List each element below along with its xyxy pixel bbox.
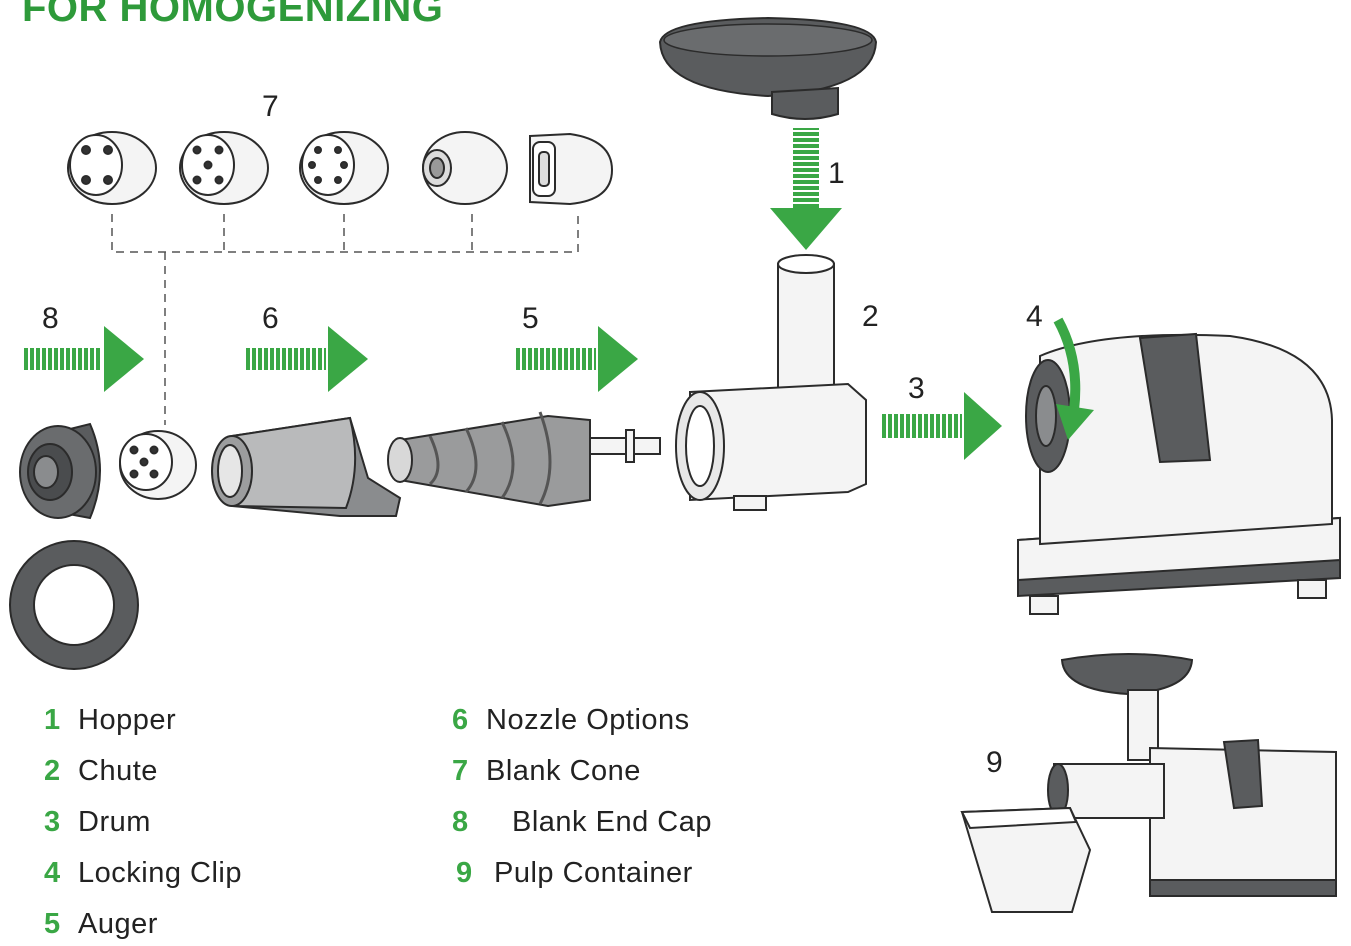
legend-label: Nozzle Options [486, 704, 690, 736]
diagram-title: FOR HOMOGENIZING [22, 0, 444, 30]
locking-clip-arrow [1053, 317, 1094, 440]
auger-part [387, 411, 661, 508]
callout-2: 2 [862, 300, 879, 333]
legend-item-blank-cone: 7 Blank Cone [452, 755, 641, 788]
legend-number: 4 [44, 857, 61, 889]
legend-label: Drum [78, 806, 151, 838]
callout-5: 5 [522, 302, 539, 335]
legend-number: 6 [452, 704, 469, 736]
legend-label: Auger [78, 908, 158, 940]
legend-number: 1 [44, 704, 61, 736]
hopper-part [658, 16, 878, 120]
chute-housing-part [675, 254, 867, 511]
legend-number: 3 [44, 806, 61, 838]
assembled-juicer [1047, 653, 1337, 897]
end-cap-ring [9, 540, 139, 670]
legend-item-chute: 2 Chute [44, 755, 158, 788]
nozzle-option-3 [299, 131, 389, 205]
legend-number: 9 [456, 857, 473, 889]
legend-number: 5 [44, 908, 61, 940]
legend-label: Locking Clip [78, 857, 242, 889]
nozzle-option-1 [67, 131, 157, 205]
drum-part [211, 416, 402, 517]
end-cap-part [19, 422, 101, 520]
callout-9: 9 [986, 746, 1003, 779]
blank-end-cap-slot [529, 132, 614, 206]
arrow-8 [24, 326, 144, 392]
pulp-container-part [960, 806, 1092, 913]
juicer-base-unit [1017, 332, 1341, 615]
legend-item-pulp-container: 9 Pulp Container [456, 857, 693, 890]
legend-label: Blank Cone [486, 755, 641, 787]
callout-7: 7 [262, 90, 279, 123]
legend-label: Chute [78, 755, 158, 787]
callout-4: 4 [1026, 300, 1043, 333]
legend-item-locking-clip: 4 Locking Clip [44, 857, 242, 890]
legend-item-blank-end-cap: 8 Blank End Cap [452, 806, 712, 839]
arrow-6 [246, 326, 368, 392]
legend-label: Blank End Cap [512, 806, 712, 838]
legend-item-auger: 5 Auger [44, 908, 158, 941]
legend-label: Hopper [78, 704, 177, 736]
arrow-5 [516, 326, 638, 392]
nozzle-option-2 [179, 131, 269, 205]
legend-item-drum: 3 Drum [44, 806, 151, 839]
arrow-3 [882, 392, 1002, 460]
legend-item-hopper: 1 Hopper [44, 704, 176, 737]
nozzle-dashed-bracket [111, 214, 579, 425]
legend-item-nozzle-options: 6 Nozzle Options [452, 704, 690, 737]
blank-cone-round [422, 131, 508, 205]
legend-number: 8 [452, 806, 469, 838]
callout-6: 6 [262, 302, 279, 335]
nozzle-part [119, 430, 197, 500]
callout-3: 3 [908, 372, 925, 405]
legend-number: 2 [44, 755, 61, 787]
arrow-1 [770, 128, 842, 250]
callout-1: 1 [828, 157, 845, 190]
nozzle-options-row [67, 131, 614, 206]
legend-label: Pulp Container [494, 857, 693, 889]
callout-8: 8 [42, 302, 59, 335]
legend-number: 7 [452, 755, 469, 787]
